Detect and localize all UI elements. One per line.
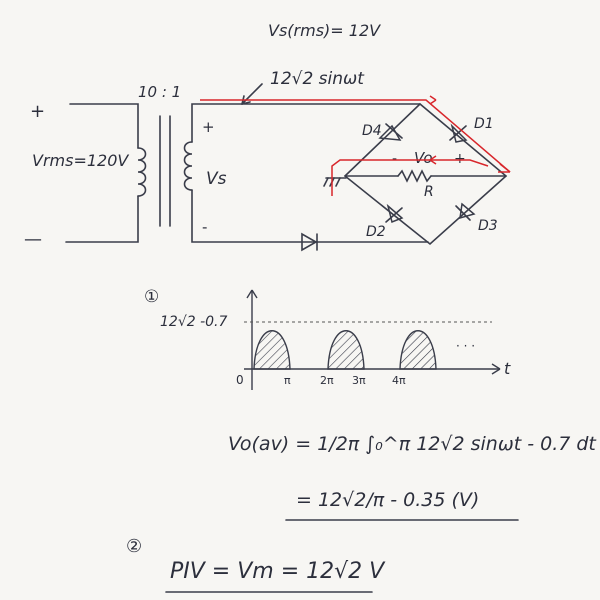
vo-average-result: = 12√2/π - 0.35 (V)	[296, 489, 479, 511]
section-2-number: ②	[126, 536, 142, 557]
graph-x-tick-3pi: 3π	[352, 374, 366, 387]
diode-d3	[455, 202, 476, 221]
primary-coil	[137, 147, 147, 197]
current-path-arrowhead	[498, 163, 511, 173]
vo-average-equation: Vo(av) = 1/2π ∫₀^π 12√2 sinωt - 0.7 dt	[228, 433, 597, 455]
bridge-diamond	[343, 102, 508, 246]
secondary-bottom-wire	[191, 189, 429, 243]
peak-label-arrow	[241, 83, 263, 105]
turns-ratio: 10 : 1	[138, 83, 181, 101]
secondary-plus: +	[202, 118, 215, 136]
primary-bottom-wire	[65, 195, 139, 243]
graph-ellipsis: · · ·	[456, 339, 475, 353]
piv-equation: PIV = Vm = 12√2 V	[170, 559, 386, 584]
graph-y-tick: 12√2 -0.7	[160, 314, 228, 330]
diode-d2	[385, 203, 404, 224]
d1-label: D1	[474, 116, 494, 132]
load-resistor	[397, 169, 432, 183]
vs-peak-label: 12√2 sinωt	[270, 69, 365, 89]
graph-x-tick-pi: π	[284, 374, 291, 387]
half-wave-pulse-2	[327, 330, 365, 370]
current-path-top-arrow	[429, 95, 437, 105]
d4-label: D4	[362, 123, 382, 139]
d2-label: D2	[366, 224, 386, 240]
vo-minus: -	[392, 151, 397, 167]
graph-y-arrow	[246, 289, 258, 299]
graph-x-label: t	[504, 359, 511, 378]
primary-minus: —	[24, 229, 42, 250]
vo-plus: +	[454, 151, 466, 167]
secondary-coil	[183, 141, 193, 191]
series-diode-bottom	[301, 232, 318, 252]
d3-label: D3	[478, 218, 498, 234]
resistor-label: R	[424, 184, 434, 200]
current-path-return-arrow	[429, 155, 437, 165]
current-path-top	[200, 99, 511, 173]
primary-voltage-label: Vrms=120V	[32, 151, 129, 170]
vo-label: Vo	[414, 149, 433, 167]
vs-rms-label: Vs(rms)= 12V	[268, 21, 381, 40]
primary-top-wire	[69, 103, 139, 149]
secondary-voltage-label: Vs	[206, 169, 227, 189]
diode-d4	[378, 123, 403, 141]
secondary-top-wire	[191, 103, 421, 143]
diode-d1	[449, 123, 468, 143]
half-wave-pulse-3	[399, 330, 437, 370]
ground-symbol	[323, 177, 347, 187]
primary-plus: +	[30, 101, 45, 122]
secondary-minus: -	[202, 218, 207, 236]
half-wave-pulse-1	[253, 330, 291, 370]
graph-x-tick-2pi: 2π	[320, 374, 334, 387]
graph-x-arrow	[491, 363, 501, 375]
current-path-return	[331, 159, 489, 196]
graph-x-tick-4pi: 4π	[392, 374, 406, 387]
graph-origin: 0	[236, 373, 244, 387]
section-1-number: ①	[144, 287, 159, 307]
